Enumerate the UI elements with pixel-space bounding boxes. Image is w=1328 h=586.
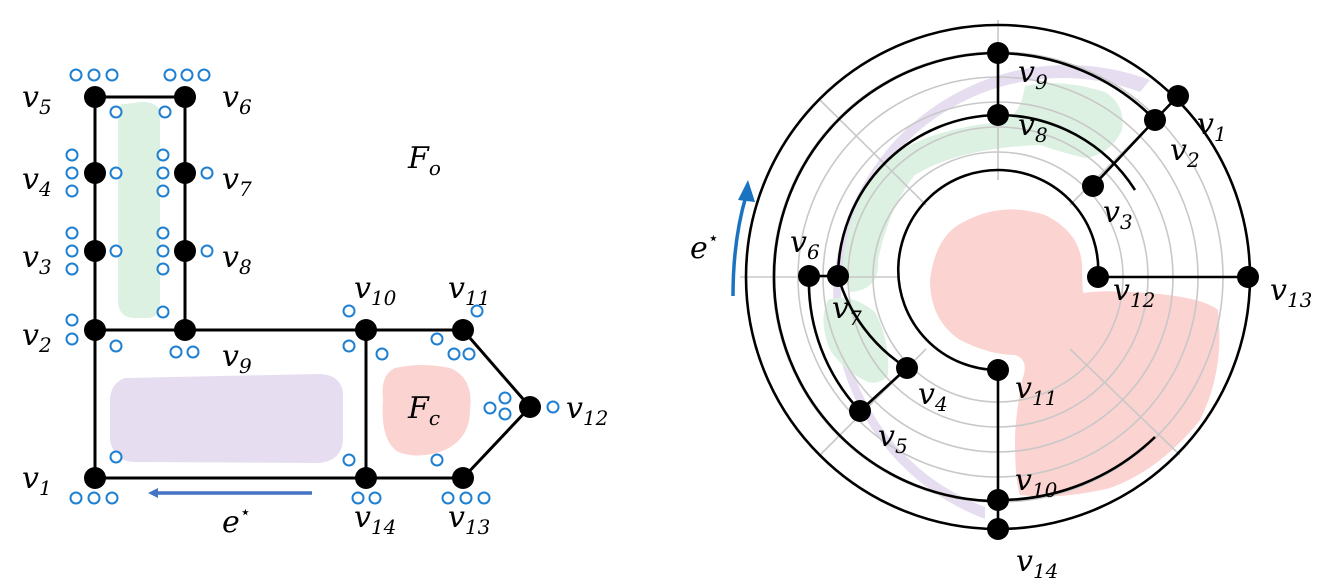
left-vertex-v4 <box>84 162 106 184</box>
left-label-v10: v10 <box>354 271 397 310</box>
left-label-v7: v7 <box>222 162 252 201</box>
left-label-v14: v14 <box>354 500 396 539</box>
left-vertex-v2 <box>84 319 106 341</box>
right-vertex-v9 <box>987 42 1009 64</box>
left-vertex-v14 <box>355 467 377 489</box>
left-edges <box>93 95 532 480</box>
left-vertices <box>84 86 541 489</box>
right-face-green-2 <box>823 297 889 383</box>
right-label-v10: v10 <box>1015 463 1058 502</box>
right-label-v7: v7 <box>832 291 862 330</box>
left-vertex-v9 <box>174 319 196 341</box>
left-vertex-v1 <box>84 467 106 489</box>
left-face-outer-label: Fo <box>407 141 441 180</box>
right-label-v14: v14 <box>1016 544 1058 583</box>
right-vertex-v8 <box>987 104 1009 126</box>
left-vertex-v10 <box>355 319 377 341</box>
right-label-v13: v13 <box>1270 273 1312 312</box>
right-label-v5: v5 <box>878 419 908 458</box>
right-face-green <box>843 83 1123 292</box>
left-vertex-v11 <box>452 319 474 341</box>
right-label-v3: v3 <box>1103 195 1133 234</box>
left-face-closed-label: Fc <box>407 391 440 430</box>
left-label-v5: v5 <box>22 80 52 119</box>
right-vertex-v2 <box>1144 109 1166 131</box>
left-label-v13: v13 <box>448 500 490 539</box>
right-label-v9: v9 <box>1018 55 1048 94</box>
left-label-v9: v9 <box>222 339 252 378</box>
right-edge-label: e⋆ <box>690 228 719 266</box>
right-label-v6: v6 <box>790 225 820 264</box>
left-label-v8: v8 <box>222 240 252 279</box>
right-vertex-v12 <box>1087 266 1109 288</box>
left-vertex-v7 <box>174 162 196 184</box>
left-vertex-v5 <box>84 86 106 108</box>
right-vertex-v13 <box>1237 266 1259 288</box>
left-planar-graph: v1 v2 v3 v4 v5 v6 v7 v8 v9 v10 v11 v12 v… <box>22 68 608 540</box>
left-vertex-v12 <box>519 396 541 418</box>
right-vertices <box>798 42 1259 540</box>
right-label-v4: v4 <box>918 377 948 416</box>
left-face-green <box>118 102 160 318</box>
left-label-v3: v3 <box>22 240 52 279</box>
right-vertex-v4 <box>896 357 918 379</box>
right-vertex-v5 <box>849 400 871 422</box>
right-edge-arrow <box>731 195 748 297</box>
right-label-v11: v11 <box>1015 371 1057 410</box>
right-vertex-v3 <box>1082 175 1104 197</box>
left-port-rings <box>65 68 560 505</box>
right-vertex-v6 <box>798 265 820 287</box>
left-label-v1: v1 <box>22 461 52 500</box>
left-vertex-v13 <box>452 467 474 489</box>
right-vertex-v1 <box>1167 85 1189 107</box>
right-label-v1: v1 <box>1197 107 1227 146</box>
right-labels: v1 v2 v3 v4 v5 v6 v7 v8 v9 v10 v11 v12 v… <box>690 55 1312 583</box>
right-edge-arrow-head <box>738 180 755 202</box>
left-face-closed-red <box>382 365 471 456</box>
left-label-v6: v6 <box>222 80 252 119</box>
left-label-v4: v4 <box>22 162 52 201</box>
left-label-v11: v11 <box>448 271 490 310</box>
left-vertex-v3 <box>84 240 106 262</box>
right-vertex-v14 <box>987 518 1009 540</box>
left-label-v12: v12 <box>566 391 608 430</box>
right-vertex-v7 <box>827 265 849 287</box>
right-radial-graph: v1 v2 v3 v4 v5 v6 v7 v8 v9 v10 v11 v12 v… <box>690 20 1312 583</box>
left-vertex-v8 <box>174 240 196 262</box>
right-label-v12: v12 <box>1113 273 1155 312</box>
left-face-purple <box>110 374 343 463</box>
right-vertex-v10 <box>987 489 1009 511</box>
left-vertex-v6 <box>174 86 196 108</box>
left-edge-label: e⋆ <box>222 502 251 540</box>
left-labels: v1 v2 v3 v4 v5 v6 v7 v8 v9 v10 v11 v12 v… <box>22 80 608 540</box>
left-label-v2: v2 <box>22 318 52 357</box>
right-vertex-v11 <box>987 359 1009 381</box>
right-label-v8: v8 <box>1018 108 1048 147</box>
right-label-v2: v2 <box>1170 133 1200 172</box>
